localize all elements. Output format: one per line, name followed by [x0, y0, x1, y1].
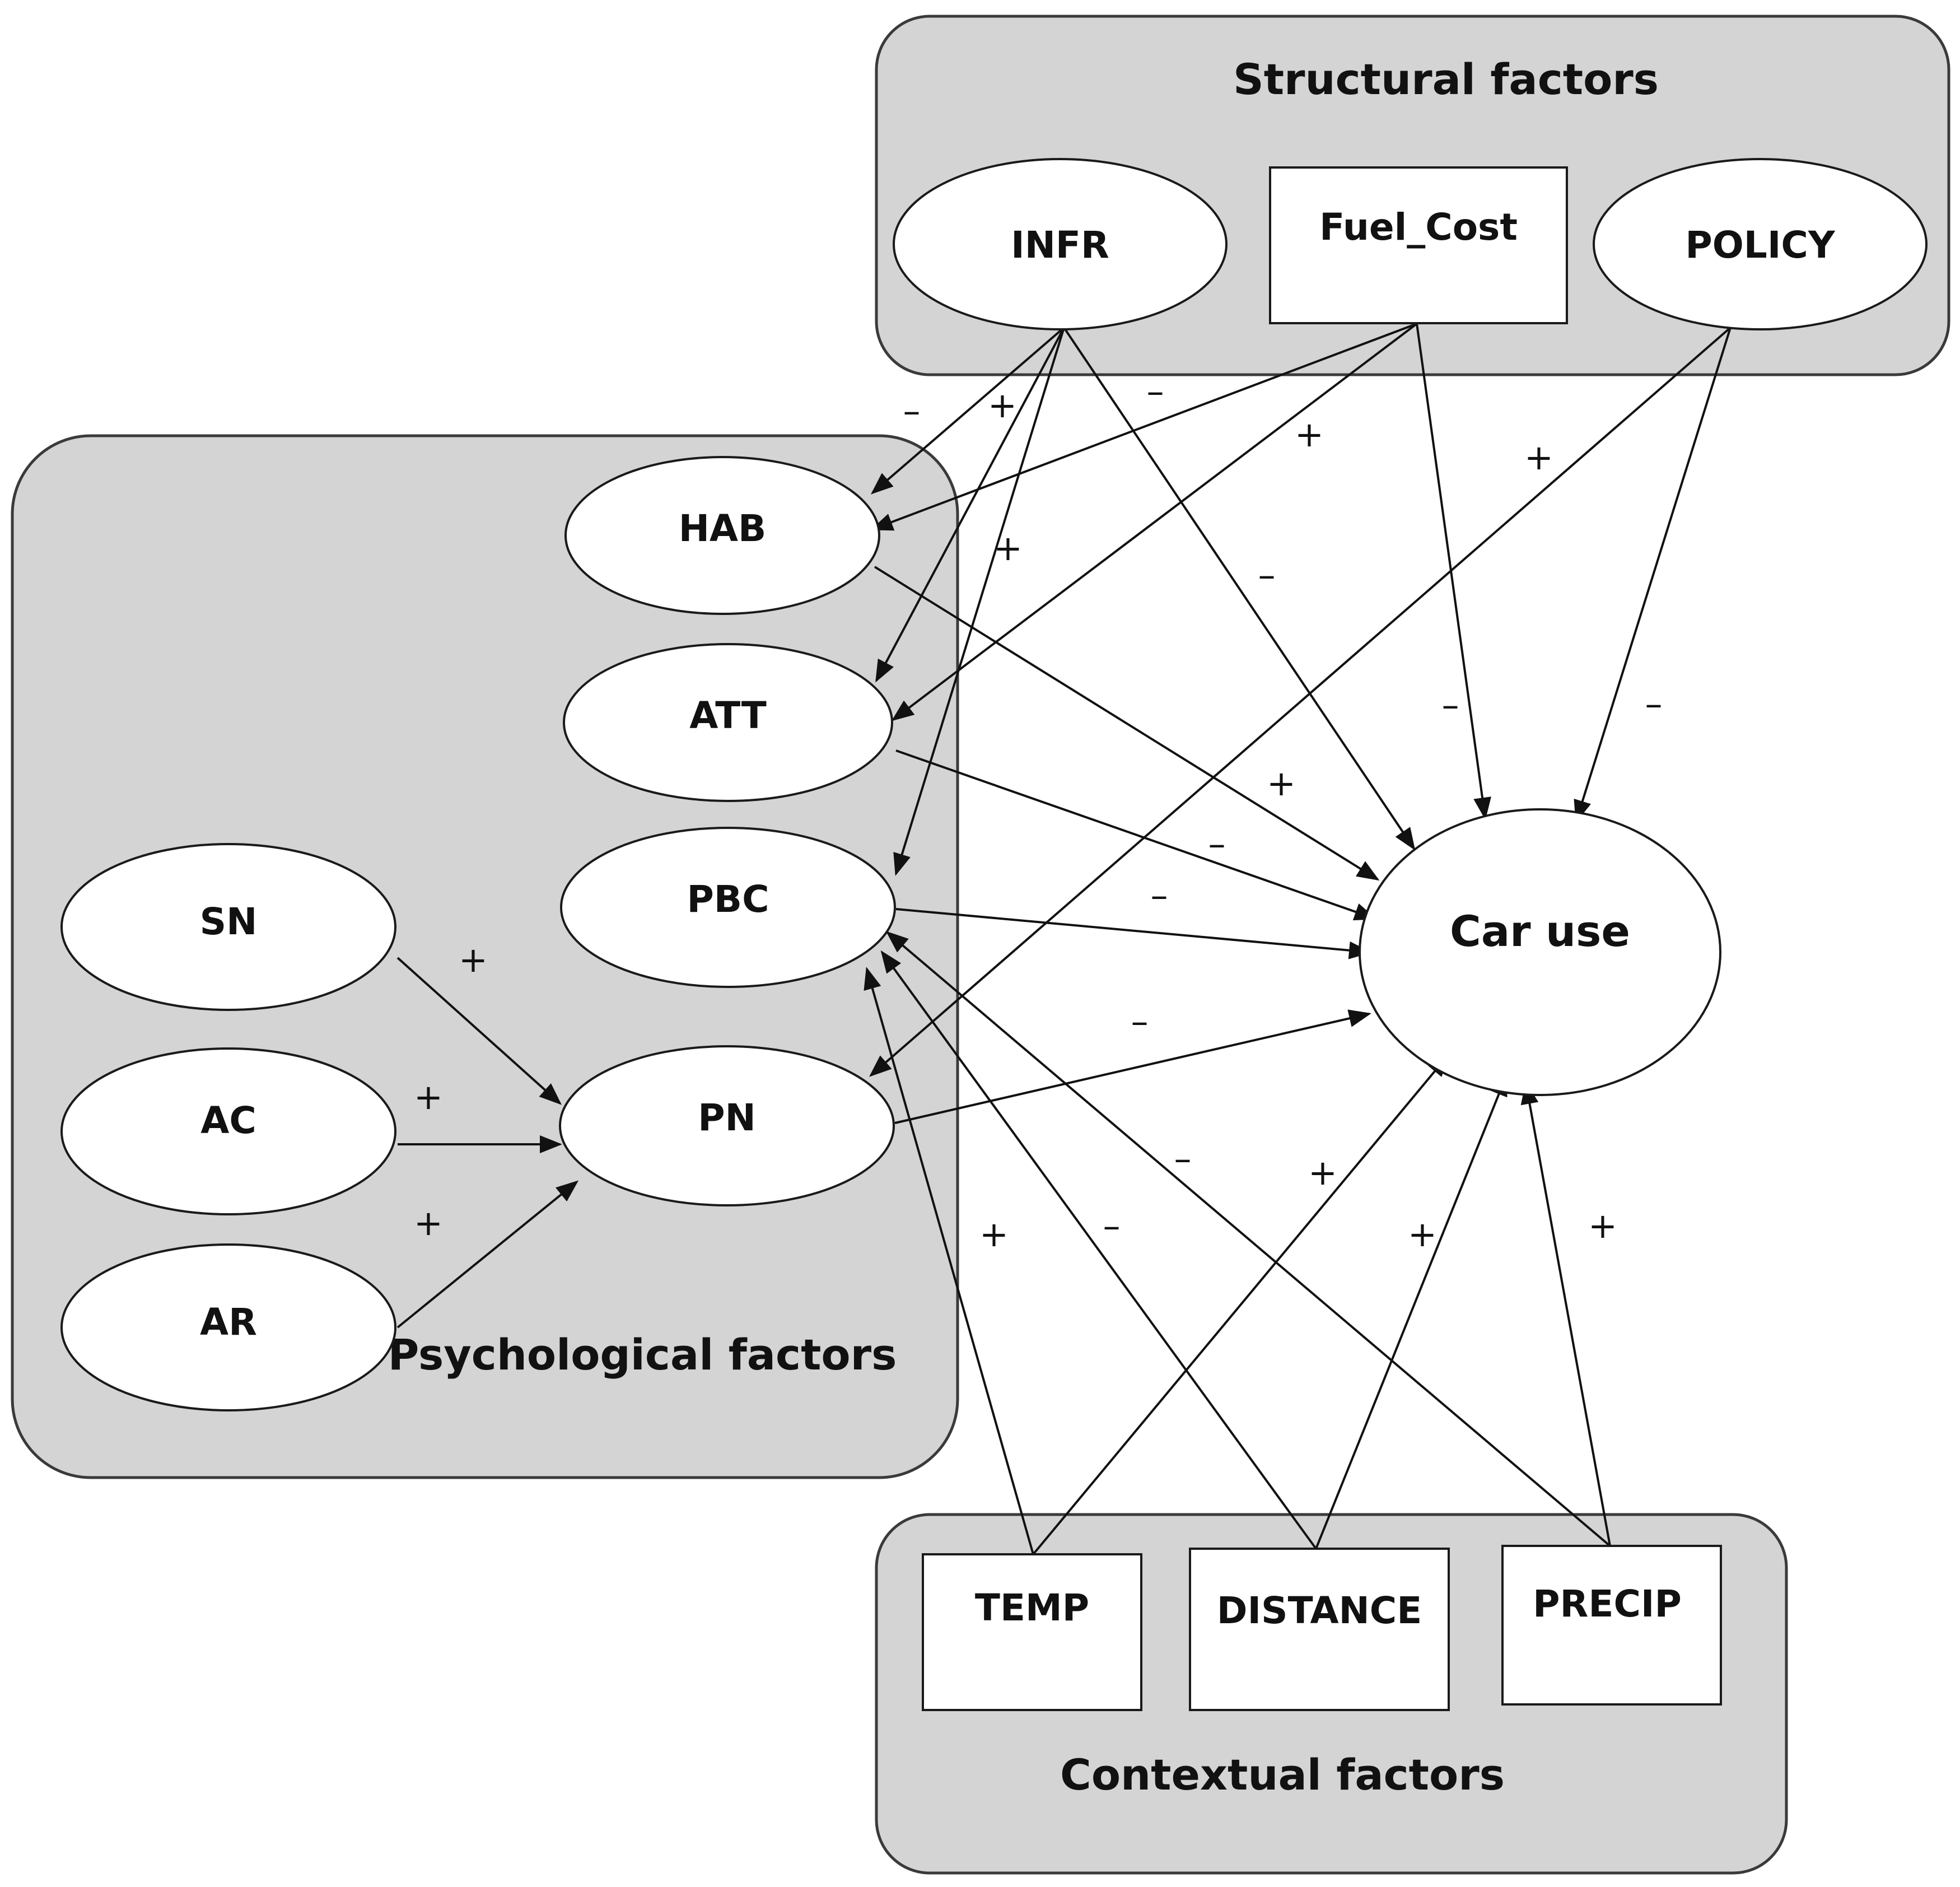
- edge-sn-pn: [396, 957, 562, 1105]
- edge-sign-distance-pbc: –: [1103, 1205, 1121, 1246]
- edge-fuel-cost-hab: [870, 323, 1417, 531]
- edge-infr-hab: [870, 327, 1065, 495]
- edge-temp-pbc: [864, 967, 1034, 1555]
- contextual-factors-label: Contextual factors: [1060, 1750, 1505, 1800]
- edge-ar-pn: [396, 1180, 579, 1329]
- node-pbc-label: PBC: [687, 878, 769, 921]
- edge-sign-policy-car-use: –: [1645, 683, 1663, 724]
- edge-fuel-cost-att: [891, 323, 1418, 721]
- node-precip-label: PRECIP: [1533, 1582, 1682, 1625]
- node-att-label: ATT: [689, 694, 767, 737]
- node-att: [563, 643, 893, 802]
- node-sn-label: SN: [200, 900, 258, 943]
- edge-infr-pbc: [893, 327, 1065, 876]
- edge-sign-ac-pn: +: [414, 1077, 443, 1117]
- edge-sign-ar-pn: +: [414, 1203, 443, 1243]
- edge-precip-car-use: [1520, 1082, 1611, 1546]
- structural-factors-label: Structural factors: [1233, 54, 1659, 104]
- edge-distance-pbc: [880, 950, 1317, 1550]
- edge-sign-fuel-cost-att: +: [1295, 414, 1324, 455]
- edge-sign-infr-car-use: –: [1147, 371, 1164, 412]
- edge-sign-pbc-car-use: –: [1151, 875, 1168, 916]
- edge-sign-pn-car-use: –: [1131, 1001, 1149, 1042]
- node-pn: [559, 1045, 895, 1206]
- edge-precip-pbc: [885, 931, 1611, 1547]
- node-infr: [893, 158, 1228, 330]
- node-ar: [60, 1243, 396, 1411]
- edge-sign-infr-hab: –: [903, 390, 921, 431]
- edge-sign-temp-car-use: +: [1408, 1214, 1437, 1255]
- edge-sign-fuel-cost-hab: –: [1258, 555, 1276, 595]
- node-policy: [1593, 158, 1928, 330]
- edge-sign-temp-pbc: +: [979, 1214, 1009, 1255]
- node-pbc: [560, 827, 896, 988]
- edges: – + + – – + – + – + – – –: [396, 323, 1732, 1555]
- node-temp-label: TEMP: [975, 1586, 1089, 1629]
- node-distance-label: DISTANCE: [1217, 1589, 1422, 1632]
- node-hab-label: HAB: [679, 507, 767, 550]
- edge-hab-car-use: [874, 566, 1380, 881]
- edge-sign-policy-pn: +: [1524, 437, 1553, 478]
- node-fuel-cost: [1269, 166, 1568, 324]
- edge-sign-precip-car-use: +: [1308, 1152, 1337, 1193]
- node-hab: [564, 456, 880, 615]
- node-fuel-cost-label: Fuel_Cost: [1319, 206, 1518, 249]
- edge-distance-car-use: [1315, 1073, 1508, 1549]
- edge-pn-car-use: [894, 1009, 1371, 1124]
- node-ar-label: AR: [200, 1301, 257, 1344]
- node-ac-label: AC: [200, 1099, 256, 1142]
- edge-sign-hab-car-use: +: [1267, 763, 1296, 804]
- node-policy-label: POLICY: [1685, 223, 1836, 267]
- edge-policy-pn: [869, 327, 1732, 1077]
- edge-sign-distance-car-use: +: [1588, 1205, 1617, 1246]
- node-infr-label: INFR: [1011, 223, 1109, 267]
- node-distance: [1189, 1548, 1450, 1711]
- edge-pbc-car-use: [895, 908, 1371, 959]
- edge-sign-fuel-cost-car-use: –: [1442, 684, 1459, 725]
- edge-infr-att: [875, 327, 1065, 683]
- node-temp: [922, 1553, 1142, 1711]
- edge-sign-infr-pbc: +: [993, 528, 1023, 569]
- node-sn: [60, 843, 396, 1011]
- edge-sign-sn-pn: +: [459, 939, 488, 980]
- edge-sign-infr-att: +: [988, 385, 1017, 426]
- edge-att-car-use: [895, 749, 1377, 921]
- edge-temp-car-use: [1032, 1054, 1449, 1555]
- edge-infr-car-use: [1063, 327, 1416, 851]
- node-pn-label: PN: [698, 1096, 756, 1139]
- psychological-factors-label: Psychological factors: [388, 1330, 897, 1380]
- node-car-use-label: Car use: [1450, 906, 1630, 956]
- edge-sign-precip-pbc: –: [1174, 1138, 1192, 1179]
- node-car-use: [1359, 808, 1721, 1096]
- node-ac: [60, 1047, 396, 1215]
- edge-policy-car-use: [1574, 327, 1732, 823]
- edge-sign-att-car-use: –: [1208, 823, 1226, 864]
- node-precip: [1501, 1545, 1722, 1706]
